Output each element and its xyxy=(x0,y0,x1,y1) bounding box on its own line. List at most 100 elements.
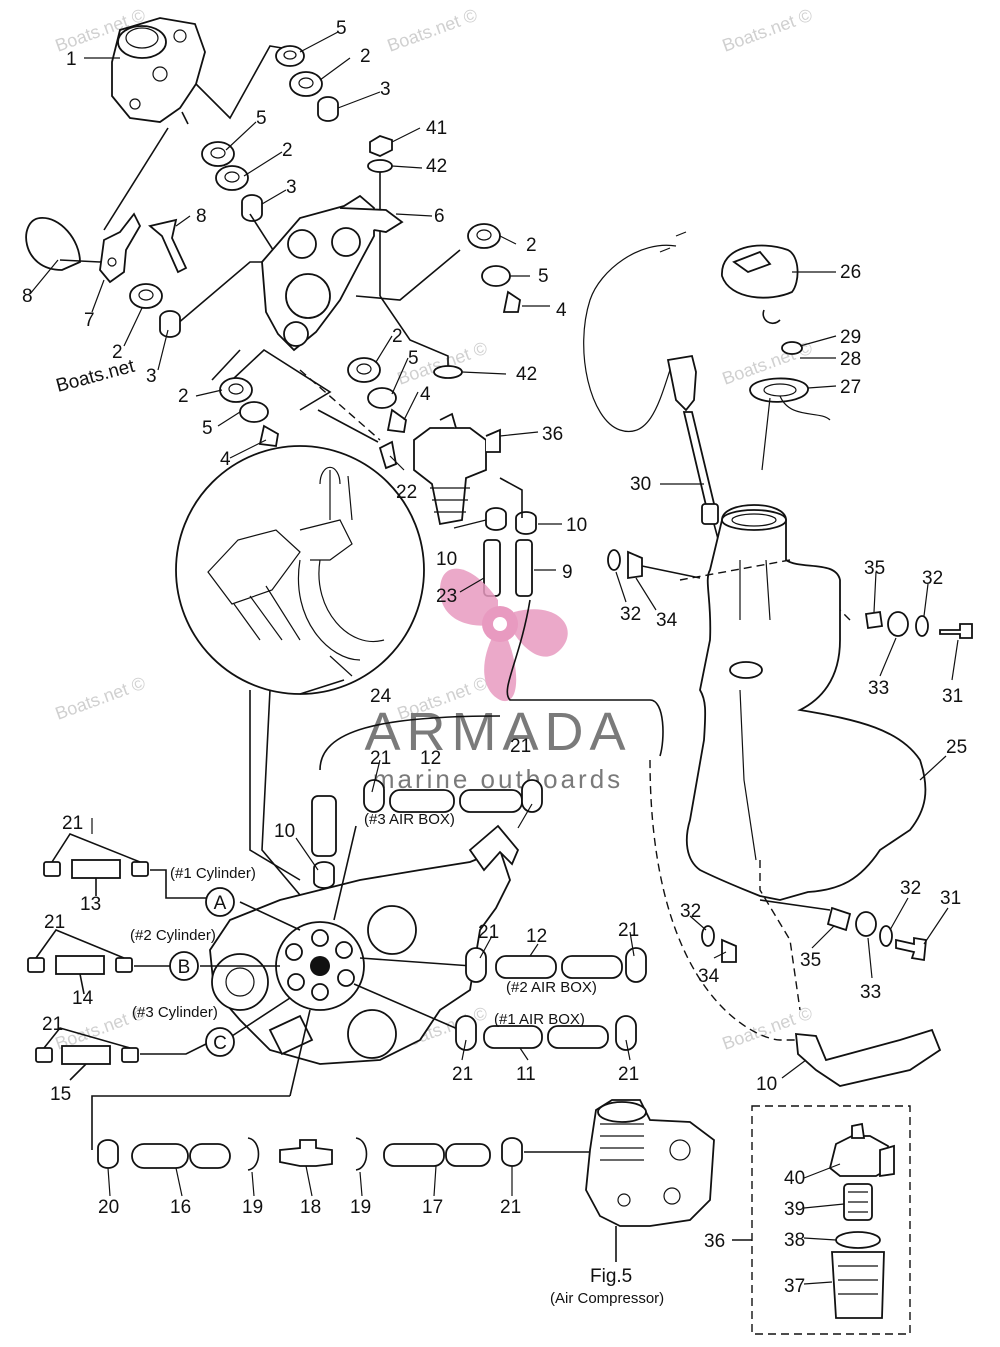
callout-42: 42 xyxy=(516,364,537,385)
callout-18: 18 xyxy=(300,1197,321,1218)
label-cyl3: (#3 Cylinder) xyxy=(132,1004,218,1021)
distribution-block xyxy=(200,824,520,1097)
grommet-right xyxy=(467,223,521,313)
callout-10: 10 xyxy=(274,821,295,842)
grommet-stack-top xyxy=(275,45,339,122)
grommet-center xyxy=(347,357,407,434)
callout-2: 2 xyxy=(282,140,293,161)
label-airbox2: (#2 AIR BOX) xyxy=(506,979,597,996)
armada-logo: ARMADA marine outboards xyxy=(364,568,631,794)
callout-10: 10 xyxy=(756,1074,777,1095)
airbox1-hose xyxy=(455,1015,637,1051)
callout-22: 22 xyxy=(396,482,417,503)
nut-washer xyxy=(367,135,463,379)
callout-33: 33 xyxy=(868,678,889,699)
callout-34: 34 xyxy=(656,610,678,631)
callout-23: 23 xyxy=(436,586,457,607)
hose-routes xyxy=(319,599,800,1041)
callout-27: 27 xyxy=(840,377,861,398)
callout-35: 35 xyxy=(800,950,821,971)
callout-21: 21 xyxy=(44,912,65,933)
airbox3-hose xyxy=(311,779,543,889)
label-airbox3: (#3 AIR BOX) xyxy=(364,811,455,828)
bracket xyxy=(99,212,188,284)
callout-32: 32 xyxy=(620,604,641,625)
callout-21: 21 xyxy=(618,920,639,941)
callout-31: 31 xyxy=(942,686,963,707)
label-figure: Fig.5 xyxy=(590,1266,632,1287)
callout-21: 21 xyxy=(370,748,391,769)
callout-24: 24 xyxy=(370,686,392,707)
callout-11: 11 xyxy=(516,1064,536,1085)
callout-39: 39 xyxy=(784,1199,805,1220)
callout-2: 2 xyxy=(360,46,371,67)
callout-3: 3 xyxy=(380,79,391,100)
callout-21: 21 xyxy=(452,1064,473,1085)
callout-17: 17 xyxy=(422,1197,443,1218)
oil-filter xyxy=(378,412,501,526)
oil-filter-assembly-box xyxy=(732,1105,911,1335)
callout-21: 21 xyxy=(478,922,499,943)
watermark: Boats.net © xyxy=(385,5,480,56)
callout-2: 2 xyxy=(526,235,537,256)
callout-2: 2 xyxy=(112,342,123,363)
logo-title: ARMADA xyxy=(364,702,631,762)
callout-leaders xyxy=(29,31,959,1285)
callout-41: 41 xyxy=(426,118,447,139)
callout-1: 1 xyxy=(66,49,77,70)
callout-32: 32 xyxy=(680,901,701,922)
callout-5: 5 xyxy=(408,348,419,369)
cylinder-hoses xyxy=(27,833,207,1081)
label-airbox1: (#1 AIR BOX) xyxy=(494,1011,585,1028)
label-cyl2: (#2 Cylinder) xyxy=(130,927,216,944)
callout-34: 34 xyxy=(698,966,720,987)
callout-29: 29 xyxy=(840,327,861,348)
callout-4: 4 xyxy=(556,300,567,321)
oil-pump xyxy=(111,17,206,125)
label-cyl1: (#1 Cylinder) xyxy=(170,865,256,882)
part-number-callouts: 1 5 2 3 5 2 3 41 42 6 8 2 5 4 8 7 2 3 2 … xyxy=(22,18,967,1297)
diagram-labels: (#1 Cylinder) (#2 Cylinder) (#3 Cylinder… xyxy=(130,811,664,1307)
callout-36: 36 xyxy=(704,1231,725,1252)
callout-20: 20 xyxy=(98,1197,119,1218)
callout-14: 14 xyxy=(72,988,94,1009)
airbox2-hose xyxy=(465,947,647,983)
tank-mount-upper xyxy=(607,549,973,639)
callout-36: 36 xyxy=(542,424,563,445)
small-hoses xyxy=(483,477,537,597)
callout-3: 3 xyxy=(146,366,157,387)
callout-19: 19 xyxy=(242,1197,263,1218)
air-compressor xyxy=(585,1099,715,1262)
callout-31: 31 xyxy=(940,888,961,909)
callout-5: 5 xyxy=(538,266,549,287)
port-label-c: C xyxy=(213,1033,227,1054)
callout-19: 19 xyxy=(350,1197,371,1218)
callout-3: 3 xyxy=(286,177,297,198)
callout-40: 40 xyxy=(784,1168,805,1189)
callout-12: 12 xyxy=(526,926,547,947)
logo-tagline: marine outboards xyxy=(373,764,623,794)
callout-35: 35 xyxy=(864,558,885,579)
callout-42: 42 xyxy=(426,156,447,177)
port-circle-a xyxy=(205,887,235,917)
watermark: Boats.net © xyxy=(53,673,148,724)
callout-32: 32 xyxy=(900,878,921,899)
label-figure-caption: (Air Compressor) xyxy=(550,1290,664,1307)
watermark-dark: Boats.net xyxy=(54,356,138,397)
callout-15: 15 xyxy=(50,1084,71,1105)
callout-30: 30 xyxy=(630,474,651,495)
callout-5: 5 xyxy=(202,418,213,439)
callout-8: 8 xyxy=(22,286,33,307)
callout-12: 12 xyxy=(420,748,441,769)
grommet-left xyxy=(129,283,181,338)
callout-21: 21 xyxy=(618,1064,639,1085)
port-label-b: B xyxy=(178,957,191,978)
callout-21: 21 xyxy=(500,1197,521,1218)
callout-25: 25 xyxy=(946,737,967,758)
callout-37: 37 xyxy=(784,1276,805,1297)
callout-2: 2 xyxy=(392,326,403,347)
callout-10: 10 xyxy=(566,515,587,536)
grommet-stack-mid xyxy=(201,141,263,222)
callout-38: 38 xyxy=(784,1230,805,1251)
